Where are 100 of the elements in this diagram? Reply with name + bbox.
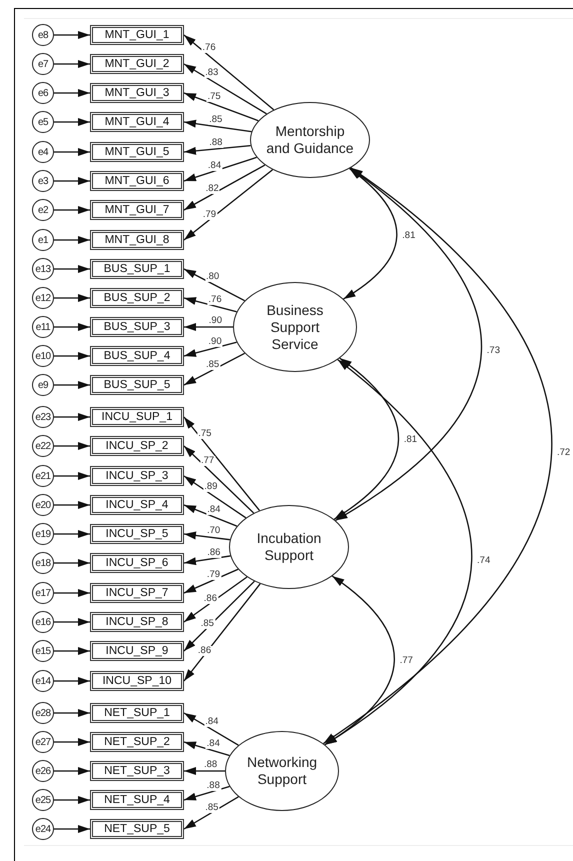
observed-variable-box: MNT_GUI_2 bbox=[90, 54, 184, 74]
edge-label: .86 bbox=[202, 594, 218, 604]
observed-variable-box: BUS_SUP_1 bbox=[90, 259, 184, 279]
arrow bbox=[54, 738, 90, 746]
edge-label: .85 bbox=[200, 618, 215, 629]
arrow bbox=[184, 504, 238, 527]
edge-label: .85 bbox=[204, 360, 220, 370]
arrow bbox=[54, 618, 90, 626]
edge-label: .88 bbox=[206, 780, 221, 791]
arrow bbox=[54, 825, 90, 833]
edge-label: .84 bbox=[204, 717, 220, 728]
error-term-circle: e21 bbox=[32, 465, 54, 487]
arrow bbox=[184, 120, 252, 132]
latent-variable-name: Networking Support bbox=[246, 754, 318, 788]
observed-variable-box: INCU_SP_7 bbox=[90, 583, 184, 603]
arrow bbox=[54, 767, 90, 775]
arrow bbox=[184, 446, 254, 514]
observed-variable-box: BUS_SUP_2 bbox=[90, 288, 184, 308]
covariance-arrow bbox=[343, 168, 398, 300]
latent-variable-name: Incubation Support bbox=[256, 530, 322, 564]
observed-variable-box: BUS_SUP_3 bbox=[90, 317, 184, 337]
error-term-circle: e3 bbox=[32, 170, 54, 192]
error-term-circle: e20 bbox=[32, 494, 54, 516]
edge-label: .81 bbox=[402, 435, 418, 446]
observed-variable-box: INCU_SP_9 bbox=[90, 641, 184, 661]
arrow bbox=[54, 677, 90, 685]
error-term-circle: e11 bbox=[32, 316, 54, 338]
arrow bbox=[184, 741, 230, 756]
arrow bbox=[54, 442, 90, 450]
arrow bbox=[54, 559, 90, 567]
edge-label: .75 bbox=[206, 92, 222, 102]
error-term-circle: e15 bbox=[32, 640, 54, 662]
observed-variable-box: NET_SUP_3 bbox=[90, 761, 184, 781]
error-term-circle: e28 bbox=[32, 702, 54, 724]
arrow bbox=[184, 416, 260, 511]
observed-variable-box: NET_SUP_5 bbox=[90, 819, 184, 839]
edge-label: .72 bbox=[556, 448, 572, 458]
observed-variable-box: MNT_GUI_7 bbox=[90, 200, 184, 220]
observed-variable-box: NET_SUP_1 bbox=[90, 703, 184, 723]
arrow bbox=[184, 352, 245, 386]
arrow bbox=[54, 323, 90, 331]
arrow bbox=[54, 352, 90, 360]
observed-variable-box: MNT_GUI_4 bbox=[90, 112, 184, 132]
observed-variable-box: MNT_GUI_1 bbox=[90, 25, 184, 45]
arrow bbox=[184, 145, 251, 155]
observed-variable-box: MNT_GUI_8 bbox=[90, 230, 184, 250]
arrow bbox=[54, 796, 90, 804]
arrow bbox=[184, 164, 266, 211]
edge-label: .88 bbox=[202, 760, 218, 770]
arrow bbox=[54, 89, 90, 97]
arrow bbox=[54, 265, 90, 273]
arrow bbox=[54, 709, 90, 717]
arrow bbox=[184, 580, 255, 652]
error-term-circle: e14 bbox=[32, 670, 54, 692]
edge-label: .80 bbox=[204, 272, 220, 282]
covariance-arrow bbox=[334, 358, 400, 520]
arrow bbox=[184, 532, 230, 540]
edge-label: .70 bbox=[206, 526, 222, 536]
error-term-circle: e9 bbox=[32, 374, 54, 396]
error-term-circle: e25 bbox=[32, 789, 54, 811]
arrow bbox=[54, 118, 90, 126]
edge-label: .84 bbox=[206, 505, 222, 516]
observed-variable-box: INCU_SP_10 bbox=[90, 671, 184, 691]
edge-label: .82 bbox=[204, 184, 220, 194]
error-term-circle: e17 bbox=[32, 582, 54, 604]
arrow bbox=[54, 148, 90, 156]
edge-label: .79 bbox=[206, 570, 222, 580]
arrow bbox=[184, 323, 233, 331]
observed-variable-box: NET_SUP_4 bbox=[90, 790, 184, 810]
arrow bbox=[184, 92, 259, 122]
edge-label: .90 bbox=[208, 316, 223, 326]
observed-variable-box: INCU_SP_4 bbox=[90, 495, 184, 515]
observed-variable-box: INCU_SUP_1 bbox=[90, 407, 184, 427]
arrow bbox=[184, 786, 230, 801]
error-term-circle: e6 bbox=[32, 82, 54, 104]
edge-label: .90 bbox=[207, 337, 223, 348]
covariance-arrow bbox=[335, 168, 482, 521]
arrow bbox=[54, 530, 90, 538]
edge-label: .76 bbox=[201, 43, 217, 54]
arrow bbox=[184, 297, 237, 312]
error-term-circle: e12 bbox=[32, 287, 54, 309]
latent-variable-ellipse bbox=[250, 102, 370, 178]
arrow bbox=[184, 568, 238, 594]
arrow bbox=[184, 268, 245, 302]
error-term-circle: e24 bbox=[32, 818, 54, 840]
error-term-circle: e18 bbox=[32, 552, 54, 574]
arrow bbox=[184, 475, 246, 518]
observed-variable-box: MNT_GUI_3 bbox=[90, 83, 184, 103]
edge-label: .76 bbox=[207, 294, 223, 305]
edge-label: .83 bbox=[204, 68, 220, 78]
edge-label: .89 bbox=[203, 482, 218, 492]
edge-label: .85 bbox=[208, 115, 224, 126]
arrow bbox=[183, 583, 261, 682]
error-term-circle: e16 bbox=[32, 611, 54, 633]
edge-label: .77 bbox=[200, 456, 216, 466]
error-term-circle: e2 bbox=[32, 199, 54, 221]
arrow bbox=[184, 342, 237, 357]
arrow bbox=[54, 589, 90, 597]
arrow bbox=[184, 555, 230, 566]
arrow bbox=[54, 206, 90, 214]
